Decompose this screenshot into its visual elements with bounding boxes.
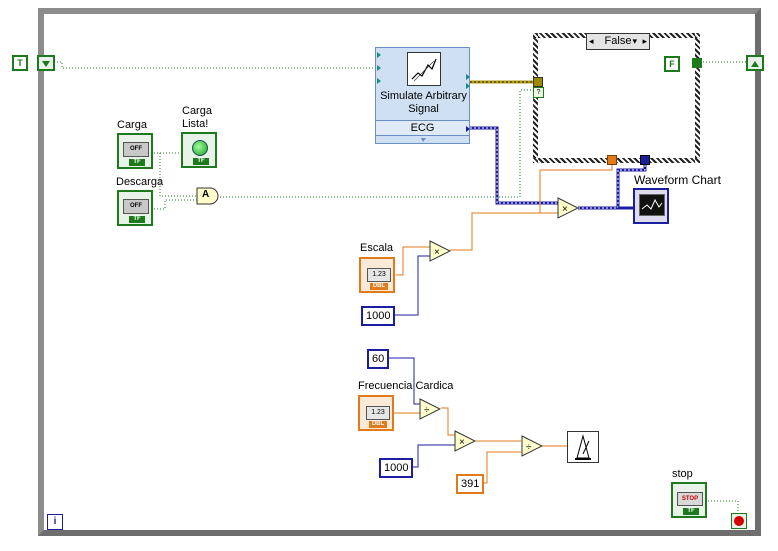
multiply-function-2[interactable]: × [454,430,477,452]
case-selector-terminal[interactable] [533,77,543,87]
waveform-chart-indicator[interactable] [633,188,669,224]
wire-and-case [220,89,537,198]
signal-generator-icon [407,52,441,86]
escala-numeric: 1.23 [367,268,391,282]
svg-text:×: × [562,204,568,215]
true-constant[interactable]: T [12,55,28,71]
frecuencia-control[interactable]: 1.23 DBL [358,395,394,431]
carga-control[interactable]: OFF TF [117,133,153,169]
express-vi-title: Simulate Arbitrary Signal [380,90,467,115]
carga-switch: OFF [123,142,149,157]
escala-control[interactable]: 1.23 DBL [359,257,395,293]
descarga-control[interactable]: OFF TF [117,190,153,226]
stop-button-face: STOP [677,492,703,506]
svg-text:÷: ÷ [526,442,532,453]
constant-1000-b[interactable]: 1000 [379,458,414,478]
carga-lista-type: TF [193,158,209,165]
svg-text:×: × [459,437,465,448]
and-function[interactable]: A [196,187,222,205]
wire-carga-and [159,153,197,197]
constant-1000-a[interactable]: 1000 [361,306,396,326]
multiply-function-escala[interactable]: × [429,240,452,262]
wire-bool-top [54,61,376,69]
led-icon [192,140,208,156]
wait-metronome-function[interactable] [567,431,599,463]
wire-case-mult [539,160,613,214]
loop-condition-terminal[interactable] [731,513,747,529]
metronome-icon [575,434,591,460]
case-selector-value: False [604,35,632,47]
carga-lista-indicator[interactable]: TF [181,132,217,168]
shift-down-icon [42,61,50,67]
chart-icon [639,194,665,216]
ecg-label: ECG [410,122,435,134]
frecuencia-type: DBL [369,421,387,428]
multiply-icon: × [429,240,452,262]
case-structure[interactable] [533,33,700,163]
simulate-arbitrary-signal-vi[interactable]: Simulate Arbitrary Signal ECG [375,47,470,144]
while-loop-frame[interactable] [38,8,761,536]
stop-if-true-icon [734,516,744,526]
and-symbol: A [202,189,210,200]
false-constant[interactable]: F [664,56,680,72]
express-vi-output[interactable]: ECG [376,120,469,136]
waveform-chart-label: Waveform Chart [634,173,721,187]
constant-391[interactable]: 391 [456,474,485,494]
right-shift-register[interactable] [746,55,764,71]
multiply-icon: × [454,430,477,452]
multiply-icon: × [557,197,580,219]
iteration-terminal[interactable]: i [47,514,63,530]
frecuencia-label: Frecuencia Cardica [358,380,454,392]
carga-type: TF [129,159,145,166]
multiply-function-main[interactable]: × [557,197,580,219]
divide-icon: ÷ [419,398,442,420]
case-selector-question-icon: ? [533,87,544,98]
case-selector[interactable]: ◂ False ▾ ▸ [586,33,650,50]
carga-lista-label: Carga Lista! [182,105,212,130]
stop-label: stop [672,468,693,480]
descarga-type: TF [129,216,145,223]
and-gate-icon [196,187,219,205]
case-next-icon[interactable]: ▸ [642,36,647,46]
left-shift-register[interactable] [37,55,55,71]
descarga-switch: OFF [123,199,149,214]
case-tunnel-blue[interactable] [640,155,650,165]
divide-function-2[interactable]: ÷ [521,435,544,457]
divide-icon: ÷ [521,435,544,457]
stop-type: TF [683,508,699,515]
svg-text:÷: ÷ [424,405,430,416]
descarga-label: Descarga [116,176,164,188]
carga-label: Carga [117,119,147,131]
escala-type: DBL [370,283,388,290]
escala-label: Escala [360,242,394,254]
stop-control[interactable]: STOP TF [671,482,707,518]
case-prev-icon[interactable]: ◂ [589,36,594,46]
case-dropdown-icon[interactable]: ▾ [632,36,637,46]
wire-escala [450,212,540,251]
wire-descarga-and [154,199,197,210]
constant-60[interactable]: 60 [367,349,390,369]
frecuencia-numeric: 1.23 [366,406,390,420]
case-tunnel-bool[interactable] [692,58,702,68]
divide-function-1[interactable]: ÷ [419,398,442,420]
shift-up-icon [751,61,759,67]
svg-text:×: × [434,247,440,258]
case-tunnel-orange[interactable] [607,155,617,165]
